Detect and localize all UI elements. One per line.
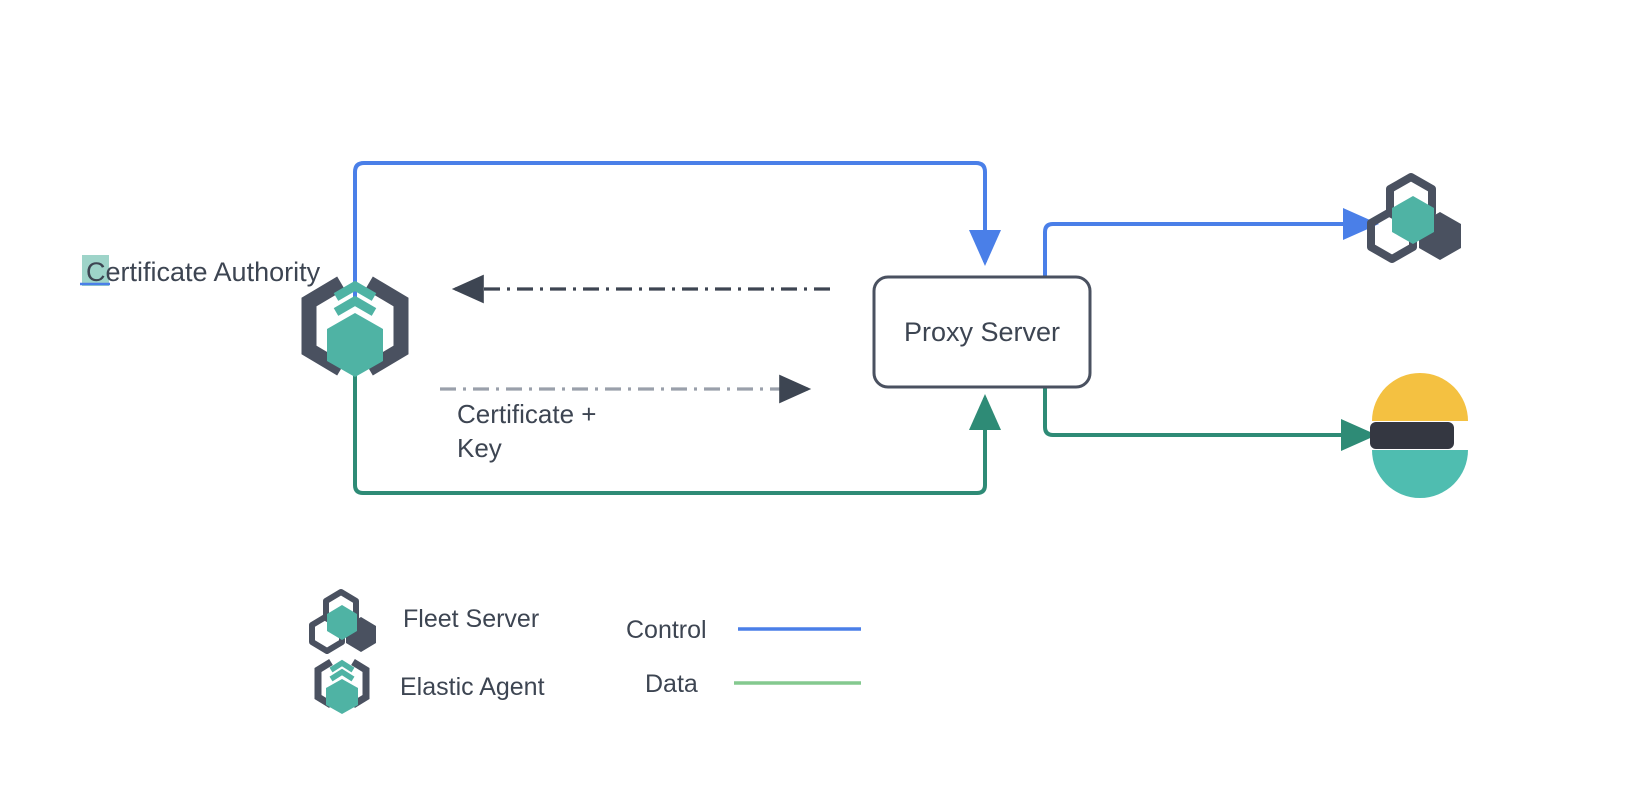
legend-item-label-elastic-agent: Elastic Agent xyxy=(400,673,545,701)
edge-control-agent-to-proxy xyxy=(353,161,1001,300)
certificate-authority-highlight xyxy=(82,255,109,286)
edge-control-proxy-to-fleet xyxy=(1043,208,1379,278)
proxy-server-box[interactable] xyxy=(872,275,1092,389)
proxy-server-label: Proxy Server xyxy=(904,317,1060,347)
legend-item-label-fleet-server: Fleet Server xyxy=(403,605,539,633)
legend-line-label-data: Data xyxy=(645,670,698,698)
elasticsearch-icon[interactable] xyxy=(1370,373,1468,498)
fleet-server-icon[interactable] xyxy=(1367,173,1461,263)
certificate-authority-label: Certificate Authority xyxy=(86,257,321,287)
legend-elastic-agent-icon xyxy=(314,659,370,714)
certificate-key-label-line2: Key xyxy=(457,433,502,463)
edge-data-proxy-to-elasticsearch xyxy=(1043,382,1377,451)
certificate-key-label-line1: Certificate + xyxy=(457,399,596,429)
elastic-agent-icon[interactable] xyxy=(301,276,409,377)
legend-fleet-server-icon xyxy=(309,589,376,654)
legend-line-label-control: Control xyxy=(626,616,707,644)
edge-data-agent-to-proxy xyxy=(353,370,1001,495)
